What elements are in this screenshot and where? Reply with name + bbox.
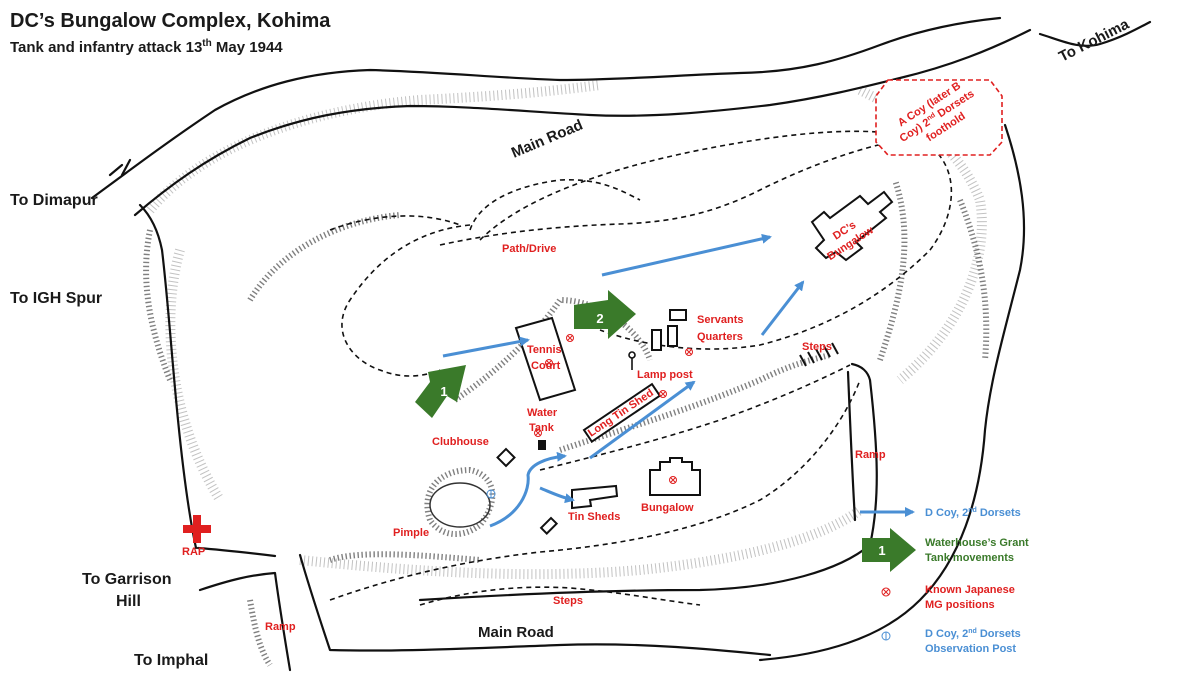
map-subtitle: Tank and infantry attack 13th May 1944: [10, 38, 283, 56]
red-cross-icon: [183, 515, 211, 543]
mg-position-marker: [659, 390, 667, 398]
to-garrison-hill-label-line2: Hill: [116, 593, 141, 610]
infantry-arrow-3: [760, 280, 805, 336]
main-road-top-label: Main Road: [509, 116, 585, 161]
steps-lower-label: Steps: [553, 595, 583, 607]
inner-block-edge: [418, 362, 878, 602]
long-tin-shed-label: Long Tin Shed: [586, 387, 656, 440]
track-north: [329, 215, 461, 231]
pimple-hill: [429, 482, 491, 528]
tennis-court: [514, 316, 577, 402]
tank-arrow-1-label: 1: [440, 384, 447, 399]
buildings: [429, 190, 894, 535]
long-tin-shed-building: [582, 382, 662, 443]
lamp-post-label: Lamp post: [637, 369, 693, 381]
main-road-top-outer-edge: [90, 16, 1002, 200]
infantry-arrows: [442, 233, 805, 528]
clubhouse-label: Clubhouse: [432, 436, 489, 448]
infantry-arrow-2: [601, 233, 772, 277]
mg-position-marker: [545, 359, 553, 367]
ramp-right-edge: [846, 370, 857, 522]
servants-quarters-building-1: [669, 309, 687, 321]
infantry-arrow-4: [589, 380, 696, 460]
tin-sheds-building: [571, 484, 619, 510]
steps-marks: [799, 342, 839, 367]
infantry-arrow-1: [442, 336, 530, 358]
west-road-edge: [138, 203, 198, 550]
water-tank-building: [538, 440, 546, 450]
ramp-left-label: Ramp: [265, 621, 296, 633]
foothold-box: [875, 79, 1003, 156]
to-imphal-label: To Imphal: [134, 652, 208, 669]
dcs-bungalow-building: [810, 190, 894, 262]
tin-sheds-label: Tin Sheds: [568, 511, 620, 523]
imphal-road-edge: [198, 571, 292, 672]
garrison-road-edge: [196, 546, 277, 558]
tank-arrow-1: [415, 365, 466, 418]
legend-observation-post-icon: [881, 631, 891, 641]
rap-label: RAP: [182, 546, 205, 558]
legend-observation-post-label: D Coy, 2nd Dorsets Observation Post: [925, 628, 1024, 655]
slope-hatching: [143, 80, 990, 667]
east-road-inner-edge: [758, 123, 1026, 662]
mg-position-marker: [685, 348, 693, 356]
clubhouse-building: [496, 447, 516, 468]
tracks: [329, 130, 953, 606]
western-track: [341, 224, 471, 377]
path-drive-loop: [479, 130, 953, 350]
mg-position-marker: [669, 476, 677, 484]
east-road-outer-edge: [1038, 20, 1152, 47]
pimple-label: Pimple: [393, 527, 429, 539]
infantry-arrow-6: [539, 486, 575, 504]
servants-quarters-building-2: [651, 329, 662, 351]
legend-tank-arrow: [862, 528, 916, 572]
legend-d-coy-label: D Coy, 2nd Dorsets: [925, 507, 1021, 519]
bungalow-label: Bungalow: [641, 502, 694, 514]
steps-track: [539, 364, 851, 471]
top-left-tick: [108, 158, 132, 177]
bungalow-building: [649, 457, 701, 496]
tank-arrow-2: [574, 290, 636, 339]
road-edges: [90, 16, 1152, 672]
infantry-arrow-5: [489, 451, 567, 528]
track-to-kohima: [439, 139, 901, 246]
foothold-outline: [875, 79, 1003, 156]
mg-position-marker: [566, 334, 574, 342]
observation-post-marker: [486, 489, 496, 499]
to-garrison-hill-label-line1: To Garrison: [82, 571, 172, 588]
to-igh-spur-label: To IGH Spur: [10, 290, 102, 307]
to-dimapur-label: To Dimapur: [10, 192, 98, 209]
path-drive-inner: [469, 179, 641, 231]
to-kohima-label: To Kohima: [1056, 15, 1132, 65]
southern-track: [329, 379, 861, 601]
servants-quarters-building-3: [667, 325, 678, 347]
main-road-bottom-edge: [298, 553, 772, 657]
map-title: DC’s Bungalow Complex, Kohima: [10, 10, 331, 32]
ramp-right-label: Ramp: [855, 449, 886, 461]
tin-sheds-small-building: [539, 516, 559, 535]
legend-mg-icon: [881, 587, 891, 597]
main-road-bottom-label: Main Road: [478, 624, 554, 641]
mg-positions: [534, 334, 693, 484]
steps-upper-label: Steps: [802, 341, 832, 353]
lower-steps-track: [419, 586, 701, 606]
tank-arrows: 1 2: [415, 290, 636, 418]
legend-tank-number: 1: [878, 543, 885, 558]
lamp-post-marker: [628, 351, 636, 359]
tank-arrow-2-label: 2: [596, 311, 603, 326]
main-road-top-inner-edge: [133, 28, 1032, 217]
path-drive-label: Path/Drive: [502, 243, 556, 255]
mg-position-marker: [534, 429, 542, 437]
